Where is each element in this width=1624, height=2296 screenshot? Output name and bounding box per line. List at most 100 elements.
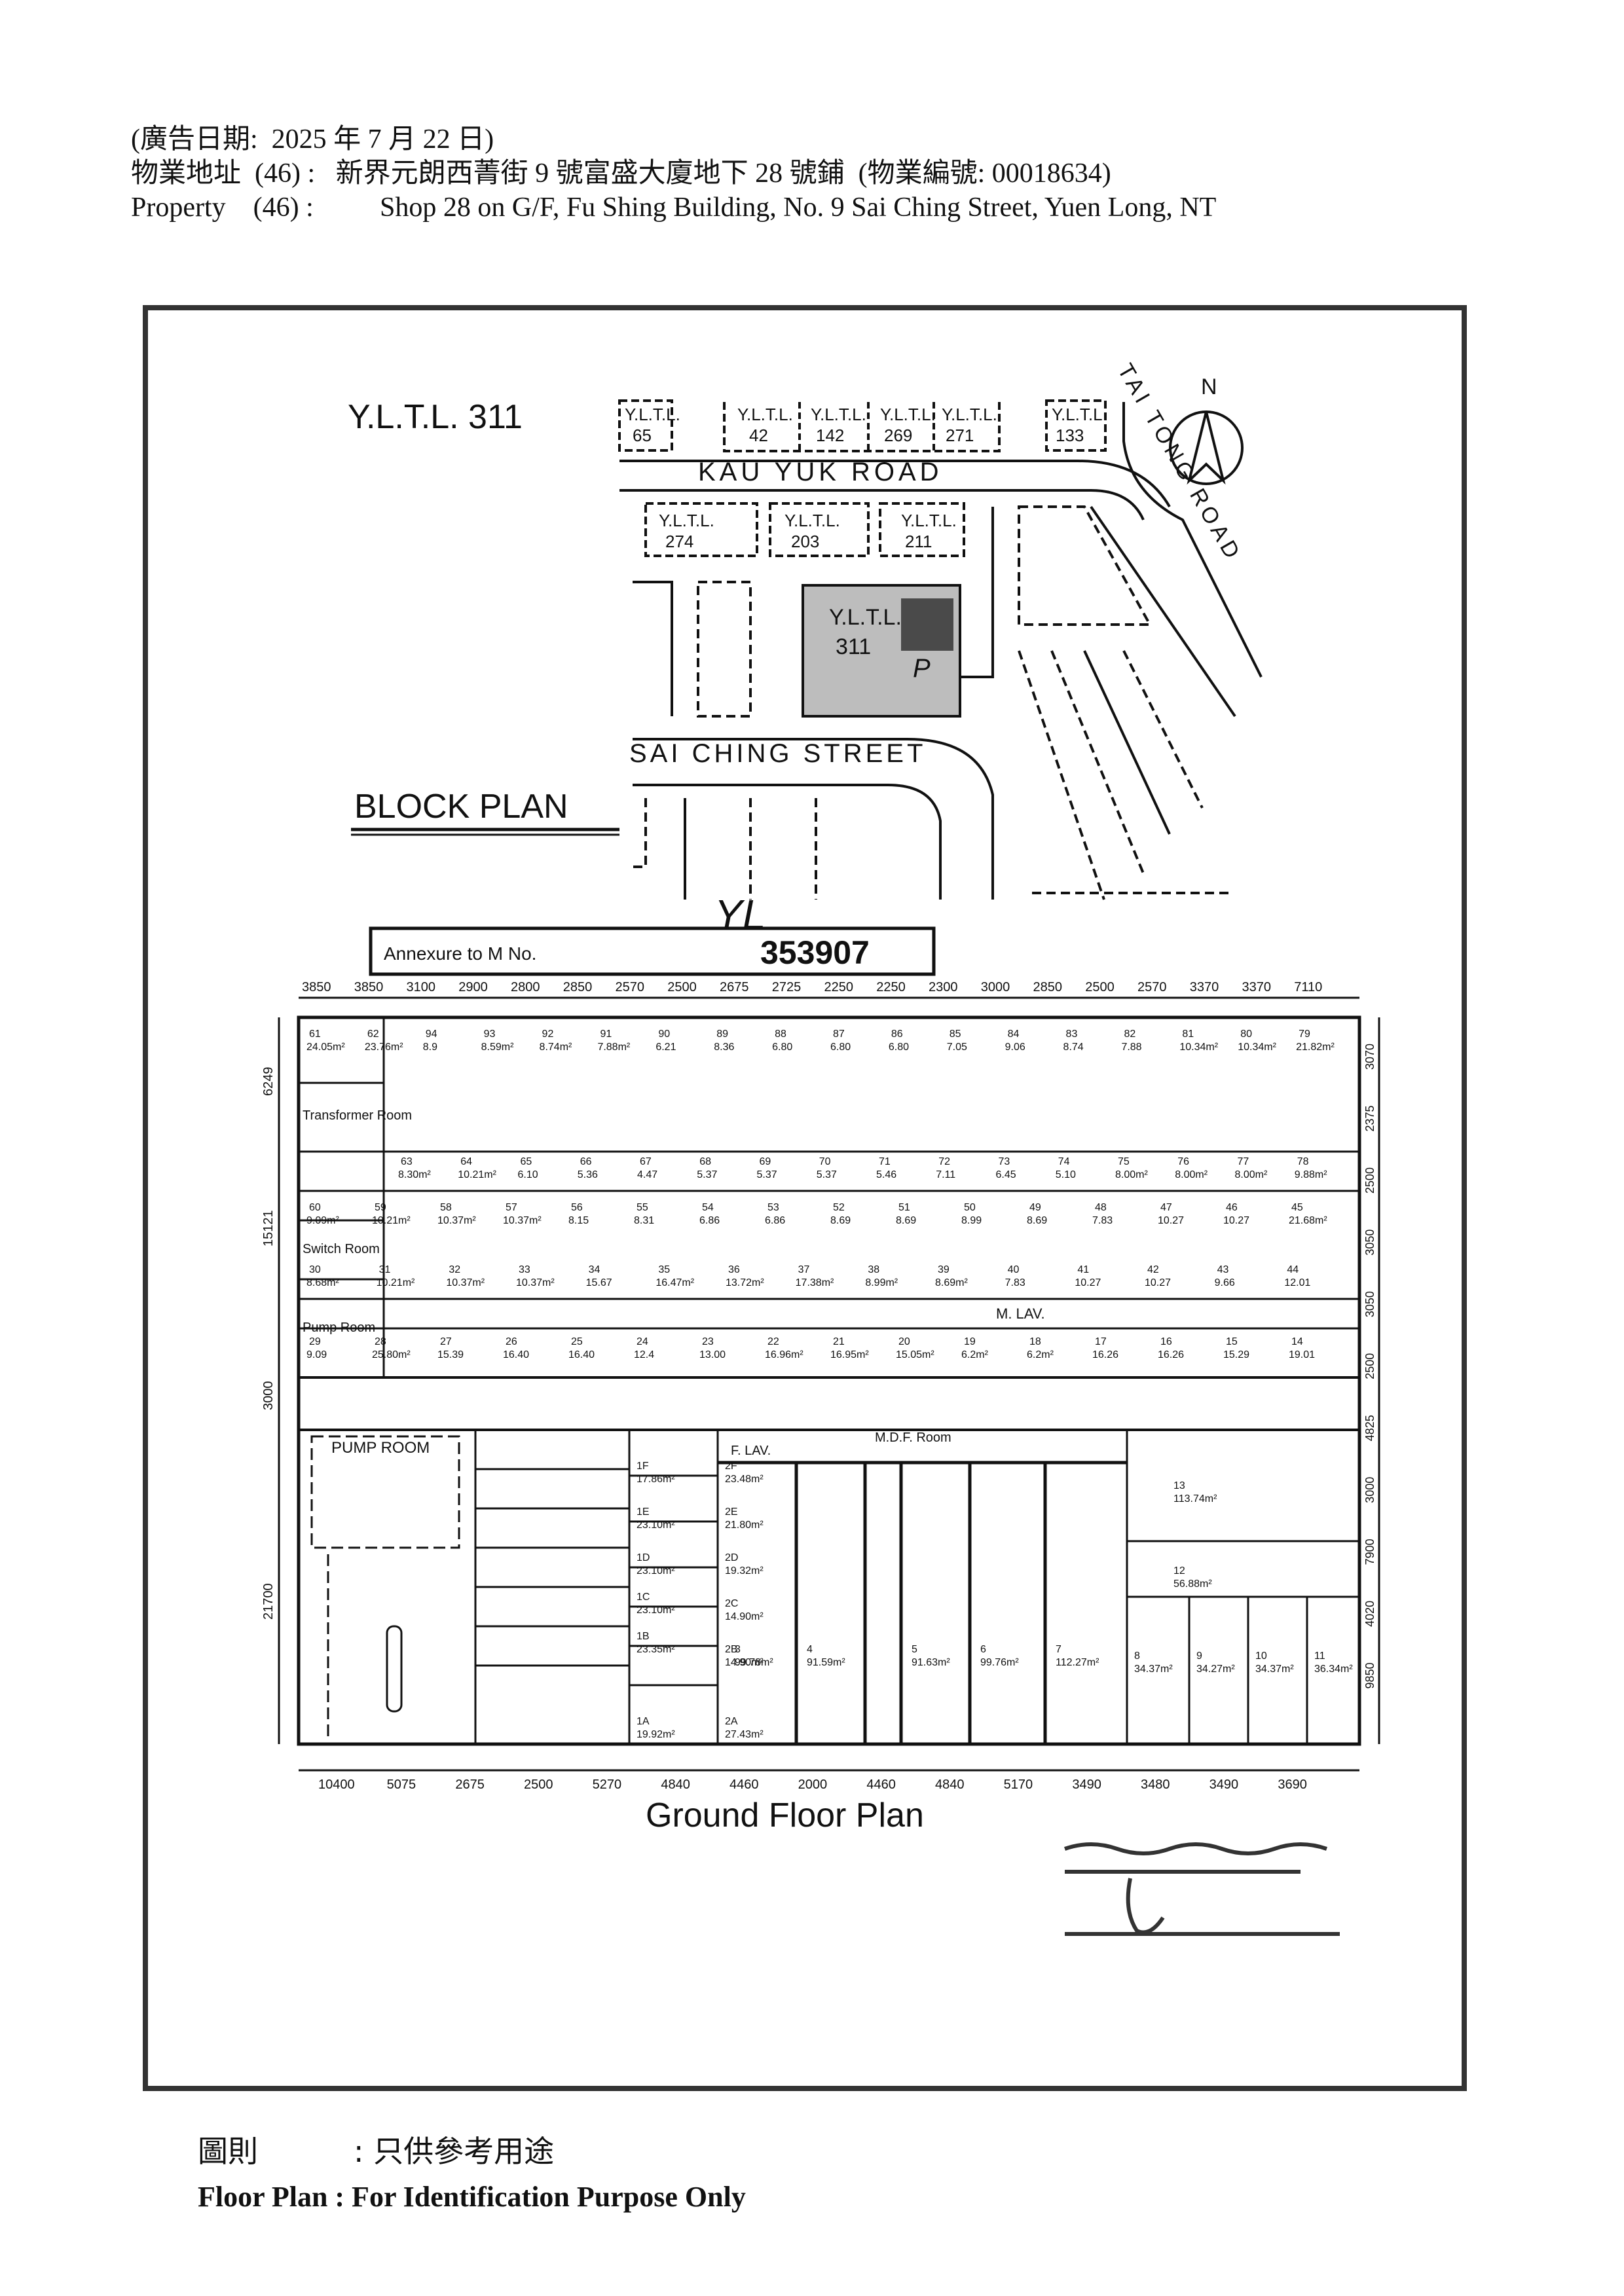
shop-number: 72 [938, 1156, 950, 1167]
shop-area: 10.27 [1223, 1215, 1249, 1226]
shop-number: 19 [964, 1336, 976, 1347]
footer-en-note: Floor Plan : For Identification Purpose … [198, 2181, 746, 2213]
unit-area: 99.76m² [980, 1657, 1019, 1668]
unit-area: 19.32m² [725, 1565, 764, 1576]
shop-number: 16 [1160, 1336, 1172, 1347]
plan-frame: Y.L.T.L. 311 BLOCK PLAN KAU YUK ROAD SAI… [143, 305, 1467, 2091]
shop-number: 28 [375, 1336, 386, 1347]
right-dim: 3070 [1363, 1044, 1376, 1070]
unit-area: 23.10m² [637, 1565, 675, 1576]
top-dim: 2300 [929, 980, 958, 994]
shop-area: 13.00 [699, 1349, 726, 1360]
shop-number: 69 [760, 1156, 771, 1167]
top-dim: 3370 [1242, 980, 1272, 994]
shop-area: 24.05m² [306, 1042, 345, 1053]
lot-269-label: Y.L.T.L. [880, 405, 936, 424]
unit-area: 14.90m² [725, 1657, 764, 1668]
shop-number: 44 [1287, 1264, 1299, 1275]
lot-65-num: 65 [633, 426, 652, 445]
shop-area: 9.66 [1215, 1277, 1235, 1288]
shop-number: 90 [658, 1029, 670, 1040]
shop-area: 6.86 [765, 1215, 785, 1226]
right-dim: 3050 [1363, 1230, 1376, 1256]
top-dim: 3370 [1190, 980, 1219, 994]
block-plan-title: BLOCK PLAN [354, 788, 568, 826]
shop-number: 51 [898, 1202, 910, 1213]
shop-area: 5.10 [1056, 1169, 1076, 1180]
unit-number: 8 [1134, 1650, 1140, 1662]
shop-number: 52 [833, 1202, 845, 1213]
unit-area: 23.10m² [637, 1520, 675, 1531]
unit-number: 2C [725, 1598, 738, 1609]
lot-274-box [644, 502, 758, 557]
unit-number: 5 [912, 1644, 917, 1655]
shop-area: 10.37m² [446, 1277, 485, 1288]
unit-number: 1A [637, 1716, 650, 1727]
shop-area: 8.69 [1027, 1215, 1047, 1226]
shop-area: 8.59m² [481, 1042, 514, 1053]
shop-area: 16.95m² [830, 1349, 869, 1360]
shop-area: 8.00m² [1235, 1169, 1268, 1180]
unit-number: 13 [1173, 1480, 1185, 1491]
shop-area: 7.83 [1005, 1277, 1025, 1288]
footer-cn-value: : 只供參考用途 [354, 2134, 555, 2169]
unit-area: 23.48m² [725, 1474, 764, 1485]
pump-room-outline [310, 1435, 460, 1549]
shop-area: 21.82m² [1296, 1042, 1335, 1053]
top-dim: 2850 [563, 980, 593, 994]
unit-area: 99.78m² [735, 1657, 773, 1668]
shop-number: 29 [309, 1336, 321, 1347]
shop-area: 5.36 [578, 1169, 598, 1180]
right-dim: 2500 [1363, 1353, 1376, 1379]
unit-area: 113.74m² [1173, 1493, 1217, 1504]
bottom-dim: 4840 [661, 1777, 690, 1792]
right-dim: 2500 [1363, 1167, 1376, 1194]
unit-number: 1D [637, 1552, 650, 1563]
shop-number: 34 [589, 1264, 600, 1275]
bottom-dim: 2675 [455, 1777, 485, 1792]
shop-area: 16.26 [1158, 1349, 1184, 1360]
shop-area: 10.37m² [437, 1215, 476, 1226]
shop-area: 12.4 [634, 1349, 654, 1360]
top-dim: 2800 [511, 980, 540, 994]
shop-area: 8.69 [830, 1215, 851, 1226]
shop-number: 18 [1029, 1336, 1041, 1347]
shop-number: 78 [1297, 1156, 1309, 1167]
unit-number: 10 [1255, 1650, 1267, 1662]
unit-number: 2F [725, 1461, 737, 1472]
bottom-dim: 2500 [524, 1777, 553, 1792]
shop-area: 10.27 [1145, 1277, 1171, 1288]
pump-room-big-label: PUMP ROOM [331, 1439, 430, 1457]
shop-number: 37 [798, 1264, 810, 1275]
shop-number: 32 [449, 1264, 460, 1275]
unit-area: 56.88m² [1173, 1578, 1212, 1590]
shop-number: 36 [728, 1264, 740, 1275]
bottom-dim: 4460 [866, 1777, 896, 1792]
shop-number: 84 [1008, 1029, 1020, 1040]
bottom-dim: 4460 [729, 1777, 759, 1792]
left-dim: 15121 [261, 1210, 276, 1247]
shop-number: 54 [702, 1202, 714, 1213]
annexure-stamp: Annexure to M No. 353907 YL [369, 891, 936, 976]
shop-area: 8.36 [714, 1042, 734, 1053]
shop-area: 5.37 [757, 1169, 777, 1180]
shop-area: 6.80 [889, 1042, 909, 1053]
architect-signature [1064, 1842, 1340, 1936]
shop-area: 6.86 [699, 1215, 720, 1226]
shop-number: 65 [521, 1156, 532, 1167]
unit-area: 91.59m² [807, 1657, 845, 1668]
shop-area: 8.74 [1063, 1042, 1084, 1053]
shop-number: 38 [868, 1264, 879, 1275]
unit-area: 34.37m² [1134, 1664, 1173, 1675]
shop-number: 21 [833, 1336, 845, 1347]
switch-room-label: Switch Room [303, 1242, 380, 1256]
sai-ching-street-label: SAI CHING STREET [629, 739, 926, 768]
shop-number: 77 [1238, 1156, 1249, 1167]
lot-274-num: 274 [665, 532, 693, 551]
shop-area: 6.45 [996, 1169, 1016, 1180]
shop-area: 8.30m² [398, 1169, 431, 1180]
lot-271-label: Y.L.T.L. [942, 405, 997, 424]
shop-number: 30 [309, 1264, 321, 1275]
